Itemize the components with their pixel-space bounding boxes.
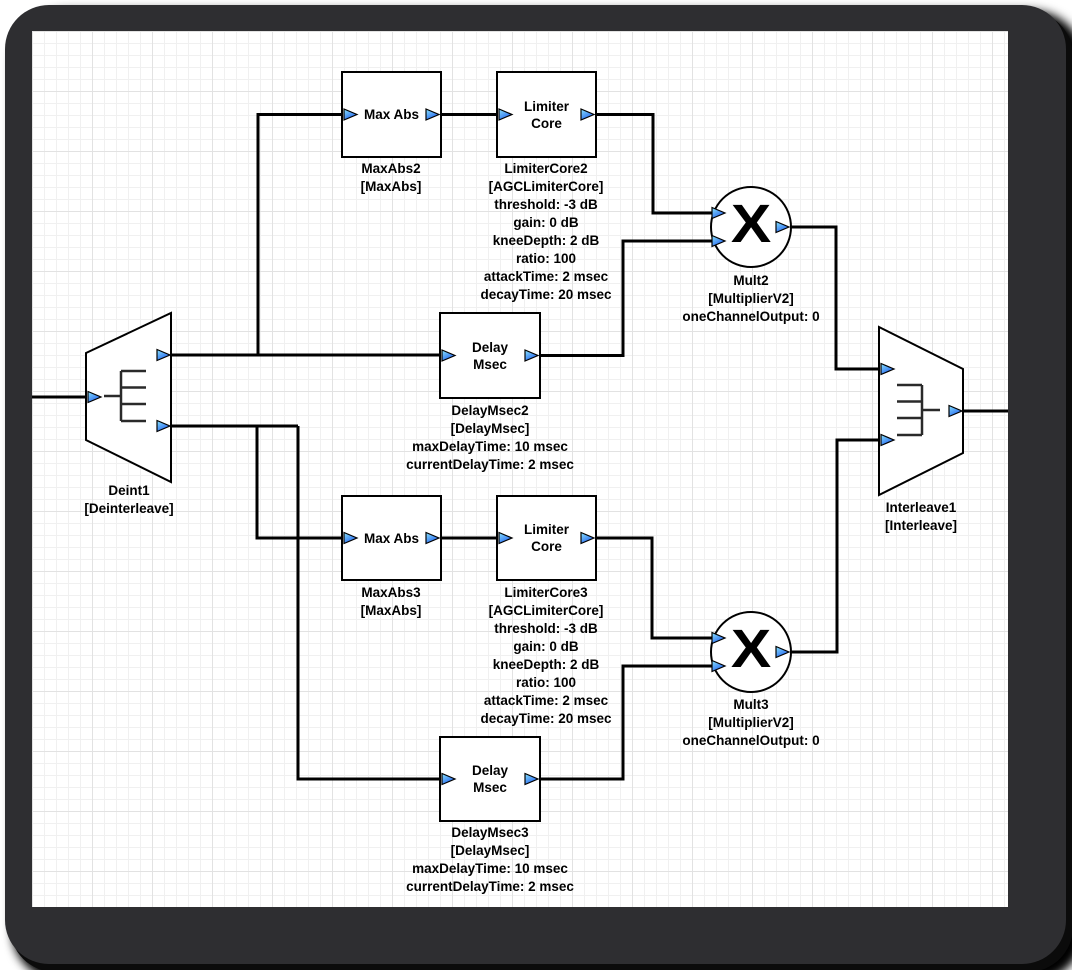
layout-canvas[interactable]: [32, 31, 1008, 907]
delaymsec2-block-label[interactable]: Delay Msec: [471, 339, 509, 372]
deinterleave-block-shape[interactable]: [85, 311, 172, 484]
wire-delaymsec2-to-mult2[interactable]: [540, 239, 712, 357]
block-param: maxDelayTime: 10 msec: [412, 861, 568, 876]
block-param: currentDelayTime: 2 msec: [406, 879, 574, 894]
maxabs2-annotation: MaxAbs2 [MaxAbs]: [271, 160, 511, 196]
block-param: gain: 0 dB: [513, 215, 579, 230]
block-param: attackTime: 2 msec: [483, 693, 609, 708]
block-type-name: [MultiplierV2]: [708, 291, 794, 306]
block-param: maxDelayTime: 10 msec: [412, 439, 568, 454]
block-type-name: [DelayMsec]: [450, 843, 530, 858]
interleave-comb-icon: [897, 383, 940, 437]
limitercore3-block-label[interactable]: Limiter Core: [523, 522, 569, 554]
maxabs2-block-label[interactable]: Max Abs: [363, 107, 419, 122]
mult3-multiply-icon[interactable]: X: [730, 619, 772, 679]
delaymsec2-block-shape[interactable]: [439, 312, 541, 399]
mult3-annotation: Mult3 [MultiplierV2] oneChannelOutput: 0: [631, 696, 871, 750]
block-instance-name: MaxAbs2: [361, 161, 421, 176]
block-instance-name: DelayMsec2: [451, 403, 529, 418]
interleave1-annotation: Interleave1 [Interleave]: [801, 499, 1041, 535]
block-param: threshold: -3 dB: [494, 621, 598, 636]
deint1-annotation: Deint1 [Deinterleave]: [9, 482, 249, 518]
mult2-block-shape[interactable]: [710, 186, 792, 268]
delaymsec3-annotation: DelayMsec3 [DelayMsec] maxDelayTime: 10 …: [370, 824, 610, 896]
delaymsec2-annotation: DelayMsec2 [DelayMsec] maxDelayTime: 10 …: [370, 402, 610, 474]
block-instance-name: LimiterCore3: [504, 585, 588, 600]
block-param: attackTime: 2 msec: [483, 269, 609, 284]
wire-limitercore2-to-mult2[interactable]: [596, 113, 712, 215]
block-instance-name: LimiterCore2: [504, 161, 588, 176]
block-type-name: [AGCLimiterCore]: [488, 179, 604, 194]
block-param: kneeDepth: 2 dB: [492, 657, 600, 672]
block-instance-name: DelayMsec3: [451, 825, 529, 840]
block-type-name: [MultiplierV2]: [708, 715, 794, 730]
mult3-block-shape[interactable]: [710, 611, 792, 693]
mult2-multiply-icon[interactable]: X: [730, 194, 772, 254]
wire-limitercore3-to-mult3[interactable]: [596, 536, 712, 640]
block-instance-name: Mult2: [733, 273, 769, 288]
block-type-name: [MaxAbs]: [360, 603, 422, 618]
maxabs3-block-shape[interactable]: [341, 495, 442, 581]
limitercore2-block-shape[interactable]: [496, 71, 597, 158]
block-param: gain: 0 dB: [513, 639, 579, 654]
limitercore3-annotation: LimiterCore3 [AGCLimiterCore] threshold:…: [426, 584, 666, 728]
wire-branch-to-maxabs2[interactable]: [256, 113, 344, 356]
block-param: oneChannelOutput: 0: [682, 309, 820, 324]
wire-delaymsec3-to-mult3[interactable]: [540, 664, 712, 781]
wire-lower-to-delaymsec3[interactable]: [296, 426, 442, 781]
delaymsec3-block-label[interactable]: Delay Msec: [471, 763, 509, 795]
block-type-name: [MaxAbs]: [360, 179, 422, 194]
block-type-name: [Interleave]: [884, 518, 958, 533]
wire-mult3-to-interleave[interactable]: [789, 438, 881, 654]
deinterleave-comb-icon: [104, 369, 146, 423]
block-param: threshold: -3 dB: [494, 197, 598, 212]
block-type-name: [Deinterleave]: [84, 501, 174, 516]
block-param: decayTime: 20 msec: [480, 287, 612, 302]
block-param: ratio: 100: [515, 675, 577, 690]
block-param: oneChannelOutput: 0: [682, 733, 820, 748]
delaymsec3-block-shape[interactable]: [439, 736, 541, 822]
block-type-name: [AGCLimiterCore]: [488, 603, 604, 618]
block-instance-name: Interleave1: [885, 500, 957, 515]
maxabs3-block-label[interactable]: Max Abs: [363, 530, 419, 546]
maxabs2-block-shape[interactable]: [341, 71, 442, 158]
wires: [32, 113, 1008, 781]
block-param: ratio: 100: [515, 251, 577, 266]
block-instance-name: Mult3: [733, 697, 769, 712]
block-type-name: [DelayMsec]: [450, 421, 530, 436]
limitercore3-block-shape[interactable]: [496, 495, 597, 581]
block-param: decayTime: 20 msec: [480, 711, 612, 726]
block-param: currentDelayTime: 2 msec: [406, 457, 574, 472]
wire-branch-to-maxabs3[interactable]: [255, 426, 344, 540]
block-instance-name: Deint1: [108, 483, 150, 498]
maxabs3-annotation: MaxAbs3 [MaxAbs]: [271, 584, 511, 620]
limitercore2-annotation: LimiterCore2 [AGCLimiterCore] threshold:…: [426, 160, 666, 304]
wire-mult2-to-interleave[interactable]: [789, 225, 881, 371]
limitercore2-block-label[interactable]: Limiter Core: [523, 98, 569, 131]
mult2-annotation: Mult2 [MultiplierV2] oneChannelOutput: 0: [631, 272, 871, 326]
block-param: kneeDepth: 2 dB: [492, 233, 600, 248]
block-instance-name: MaxAbs3: [361, 585, 421, 600]
